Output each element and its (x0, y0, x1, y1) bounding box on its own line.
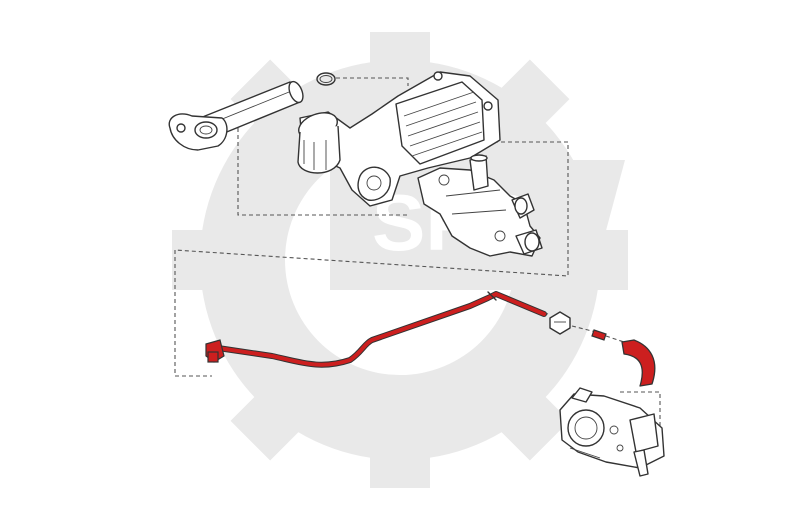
leader-upper-group (237, 128, 410, 216)
oil-filter-housing-cooler (297, 71, 501, 207)
breather-pipe (205, 291, 547, 368)
leader-throttle (620, 391, 661, 428)
leader-connector-hose (605, 335, 625, 343)
o-ring (316, 72, 336, 86)
hose-clip (549, 311, 571, 335)
rubber-elbow-hose (621, 339, 656, 387)
leader-o-ring (336, 77, 409, 86)
leader-lower-left (174, 250, 212, 377)
throttle-body (559, 387, 665, 477)
leader-upper-right (174, 141, 569, 277)
thermostat-housing (417, 154, 543, 257)
oil-pipe (168, 80, 304, 151)
hose-connector (591, 329, 607, 341)
leader-lines (174, 77, 661, 428)
